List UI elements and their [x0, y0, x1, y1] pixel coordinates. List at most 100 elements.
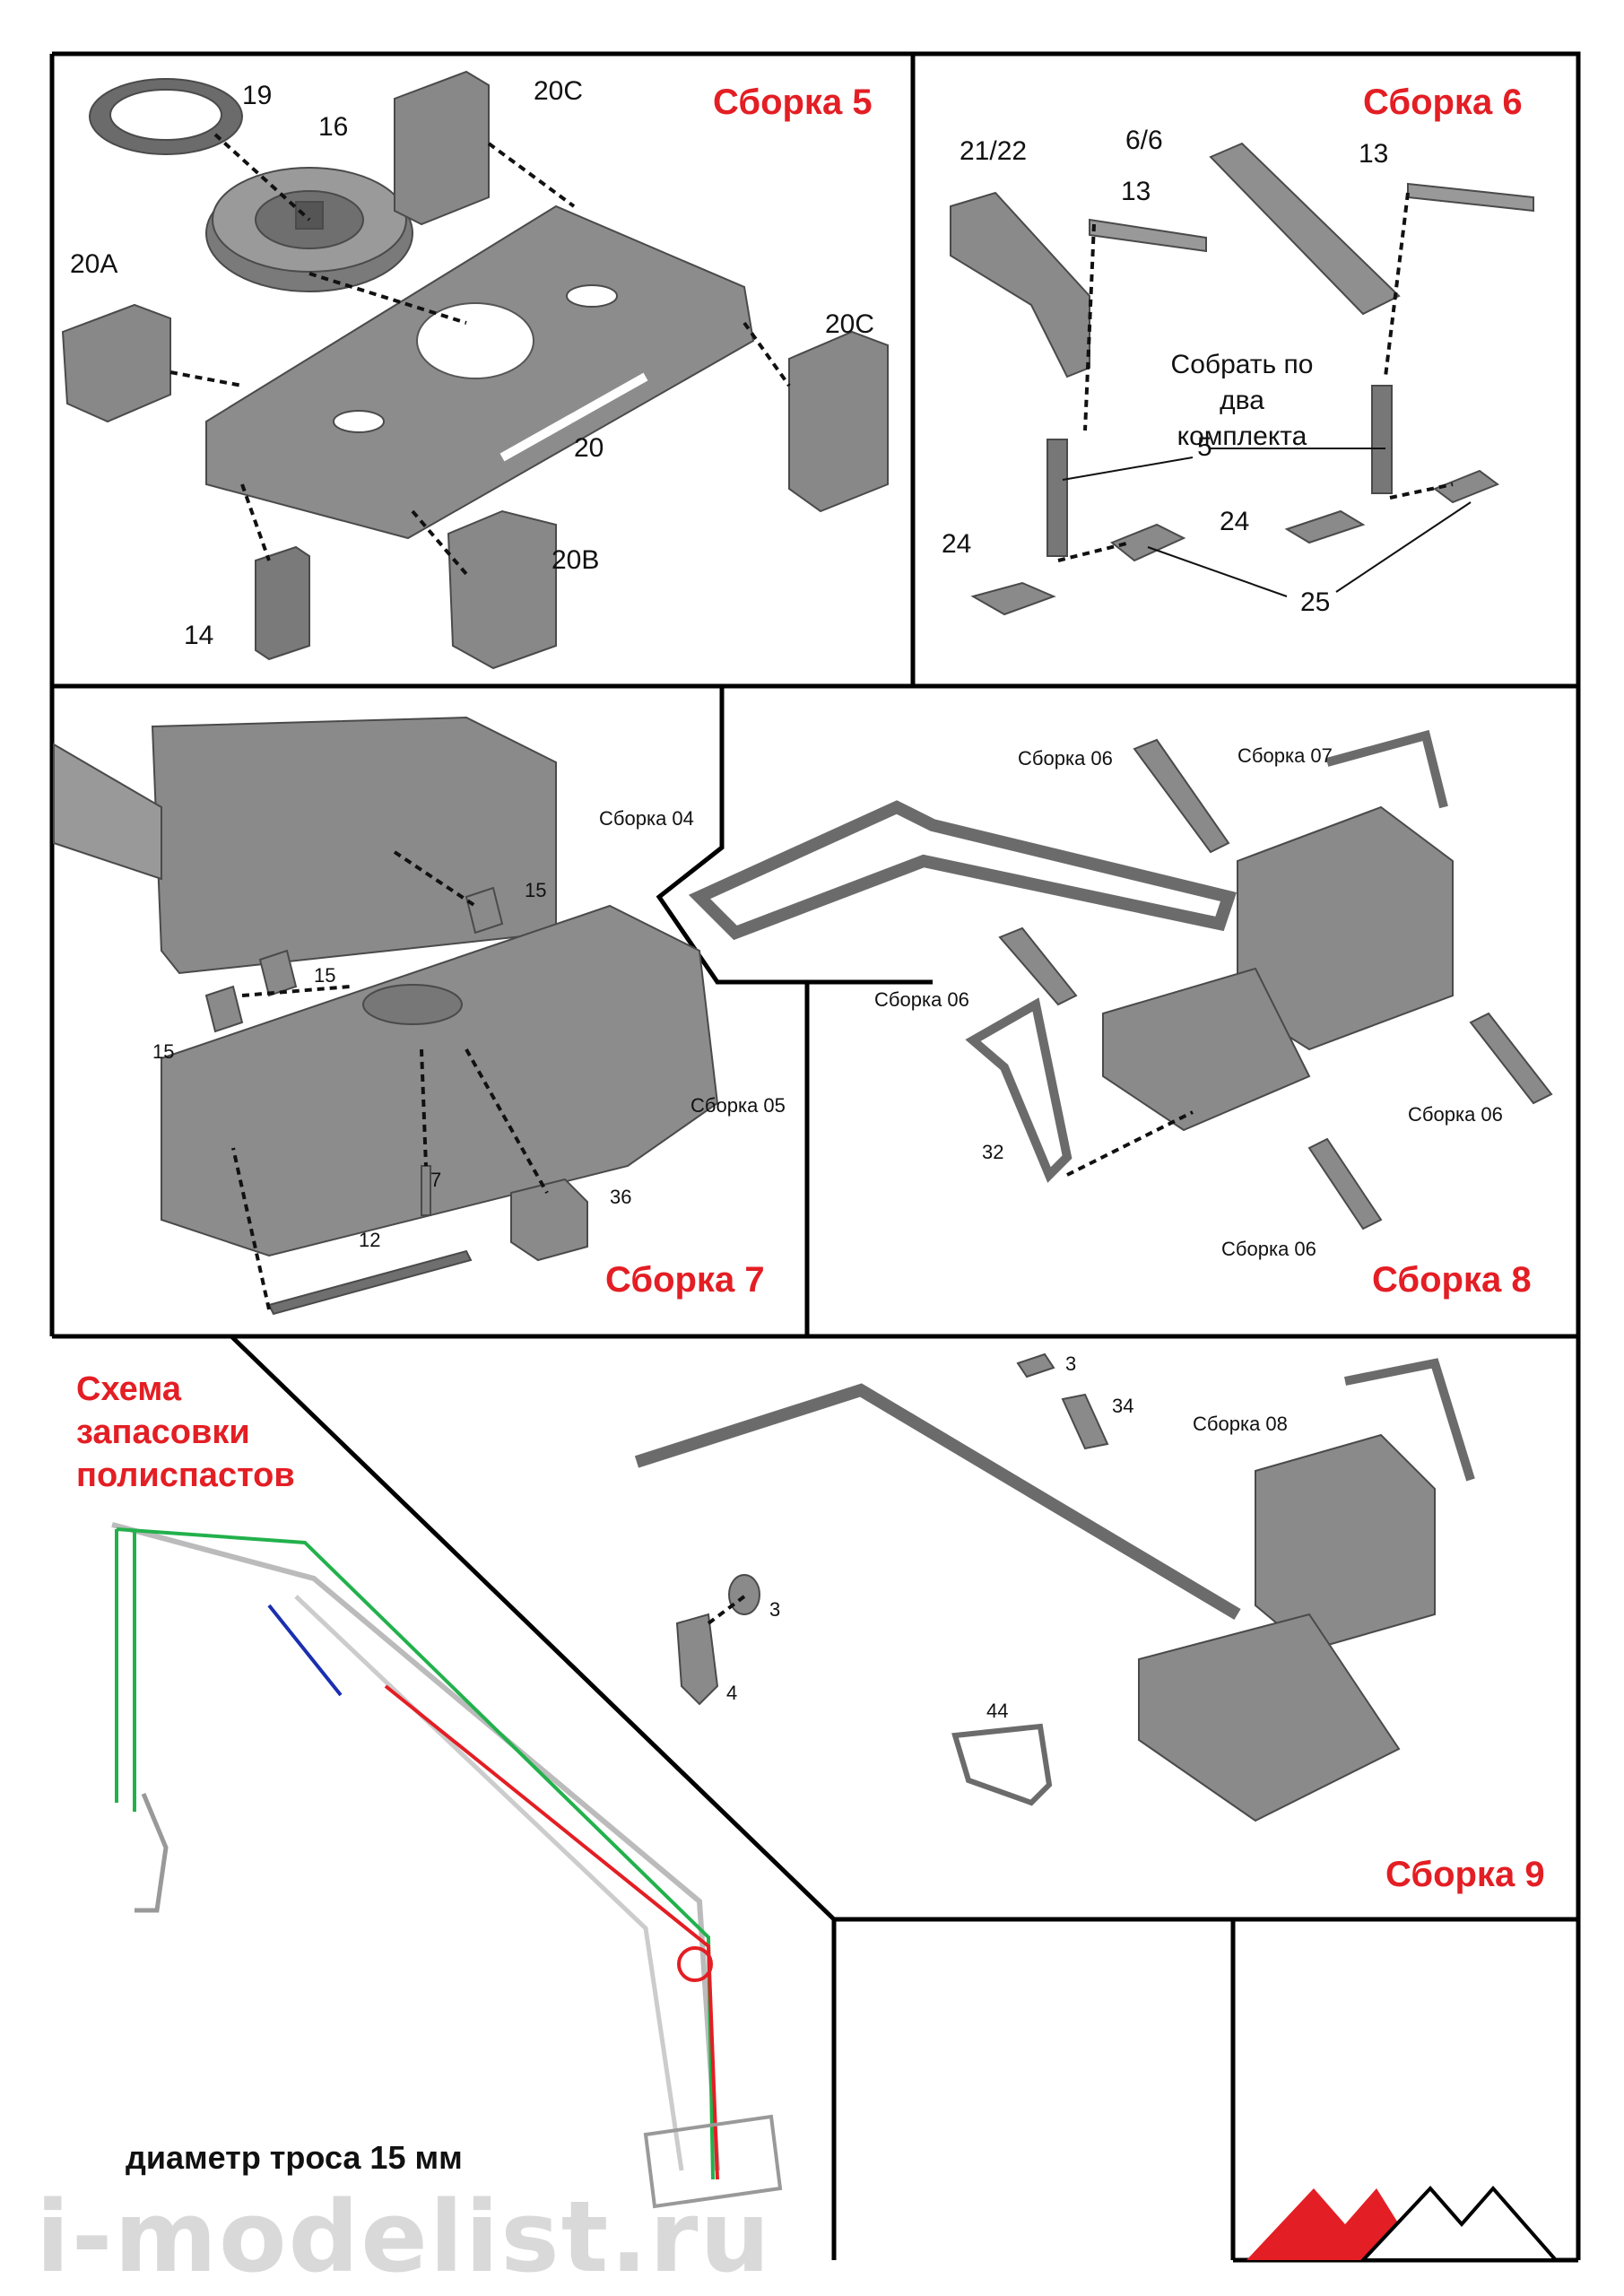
pin-7 — [421, 1165, 431, 1216]
s6-callout-13-left: 13 — [1121, 177, 1151, 206]
s6-callout-24-left: 24 — [942, 529, 972, 559]
s5-leaders — [169, 133, 791, 576]
s7-leaders — [231, 850, 549, 1310]
s8-callout-32: 32 — [982, 1141, 1004, 1163]
rope-red — [384, 1684, 719, 2180]
s7-title: Сборка 7 — [605, 1260, 765, 1300]
part-15-b — [258, 949, 298, 997]
s8-parts — [688, 729, 1553, 1231]
s5-callout-20: 20 — [574, 433, 604, 463]
s8-callout-asm06-right: Сборка 06 — [1408, 1103, 1503, 1126]
bar-34 — [1061, 1393, 1109, 1450]
rope-diameter-note: диаметр троса 15 мм — [126, 2139, 463, 2176]
s6-callout-13-right: 13 — [1359, 139, 1389, 169]
pulley-3 — [728, 1574, 760, 1615]
frame-32 — [965, 997, 1073, 1183]
block-20b — [447, 509, 557, 670]
s5-callout-19: 19 — [242, 81, 273, 110]
s6-callout-6-6: 6/6 — [1125, 126, 1163, 155]
cab-08 — [1255, 1433, 1436, 1652]
s9-parts — [634, 1352, 1475, 1822]
s8-callout-asm06-top: Сборка 06 — [1018, 747, 1113, 770]
s8-title: Сборка 8 — [1372, 1260, 1532, 1300]
s7-callout-15-b: 15 — [314, 964, 336, 987]
s5-callout-20c-top: 20C — [534, 76, 584, 106]
spring-5-right — [1371, 385, 1393, 494]
lever-13-left — [1089, 218, 1207, 253]
s7-callout-15-c: 15 — [152, 1040, 175, 1063]
scheme-title: Схема запасовки полиспастов — [76, 1368, 295, 1497]
boom-lattice-9 — [634, 1383, 1241, 1621]
reeving-diagram — [111, 1522, 783, 2209]
scheme-title-line1: Схема — [76, 1370, 182, 1408]
s5-callout-20b: 20B — [551, 545, 600, 575]
hook-block-4 — [675, 1613, 719, 1706]
chassis-9 — [1138, 1613, 1401, 1822]
s9-title: Сборка 9 — [1385, 1855, 1545, 1894]
base-25-mid — [1110, 523, 1186, 562]
lever-13-right — [1407, 182, 1534, 213]
shaft-12 — [267, 1249, 473, 1316]
s6-note-line2: два комплекта — [1177, 386, 1307, 451]
bracket-21-22 — [950, 191, 1090, 378]
block-20c-top — [394, 70, 490, 226]
s9-callout-44: 44 — [986, 1700, 1009, 1722]
s6-leaders — [1057, 192, 1454, 562]
base-24-left — [970, 581, 1056, 616]
s5-title: Сборка 5 — [713, 83, 873, 122]
s6-callout-24-right: 24 — [1220, 507, 1250, 536]
assembly-04-body — [151, 716, 557, 975]
rope-green — [115, 1527, 715, 2180]
s9-callout-3: 3 — [769, 1598, 781, 1621]
scheme-title-line3: полиспастов — [76, 1457, 295, 1494]
s7-callout-asm04: Сборка 04 — [599, 807, 694, 830]
s9-callout-asm08: Сборка 08 — [1193, 1413, 1288, 1435]
s6-assembly-note: Собрать по два комплекта — [1152, 347, 1332, 455]
boom-lattice — [688, 800, 1238, 941]
scheme-title-line2: запасовки — [76, 1413, 250, 1451]
part-15-c — [204, 985, 244, 1033]
part-36 — [510, 1178, 588, 1262]
s7-parts — [53, 716, 719, 1316]
s9-callout-3-top: 3 — [1065, 1352, 1077, 1375]
s6-callout-lines — [1062, 448, 1472, 597]
s6-title: Сборка 6 — [1363, 83, 1523, 122]
block-20a — [61, 303, 171, 423]
s7-callout-7: 7 — [430, 1169, 442, 1191]
s6-callout-21-22: 21/22 — [960, 136, 1028, 166]
pulley-3-top — [1016, 1352, 1055, 1378]
railing-44 — [951, 1723, 1053, 1806]
s8-callout-asm06-bottom: Сборка 06 — [1221, 1238, 1316, 1260]
mm-logo — [1246, 2185, 1560, 2262]
s5-parts — [61, 70, 889, 670]
s7-callout-36: 36 — [610, 1186, 632, 1208]
beam-6-6 — [1209, 142, 1401, 316]
s5-callout-14: 14 — [184, 621, 214, 650]
bogie — [643, 2114, 783, 2209]
s9-callout-4: 4 — [726, 1682, 738, 1704]
base-24-right — [1284, 509, 1366, 544]
outrigger-06-a — [1133, 738, 1230, 854]
hook — [135, 1793, 169, 1913]
s5-callout-20c-right: 20C — [825, 309, 875, 339]
chassis — [1102, 967, 1311, 1132]
s8-leaders — [1066, 1110, 1194, 1177]
spring-5-left — [1046, 439, 1068, 557]
block-20c-right — [788, 330, 889, 513]
s5-callout-20a: 20A — [70, 249, 118, 279]
outrigger-06-b — [998, 926, 1078, 1006]
base-25-right — [1432, 469, 1500, 504]
watermark: i-modelist.ru — [36, 2179, 772, 2294]
part-15-a — [465, 886, 504, 935]
s8-callout-asm06-left: Сборка 06 — [874, 988, 969, 1011]
s6-callout-25: 25 — [1300, 587, 1331, 617]
s6-parts — [950, 142, 1534, 616]
s7-callout-15-a: 15 — [525, 879, 547, 901]
s9-callout-34: 34 — [1112, 1395, 1134, 1417]
part-14 — [255, 545, 310, 661]
s7-callout-asm05: Сборка 05 — [690, 1094, 786, 1117]
assembly-05-frame — [161, 904, 719, 1257]
outrigger-06-c — [1469, 1012, 1553, 1105]
outrigger-06-d — [1307, 1137, 1383, 1231]
